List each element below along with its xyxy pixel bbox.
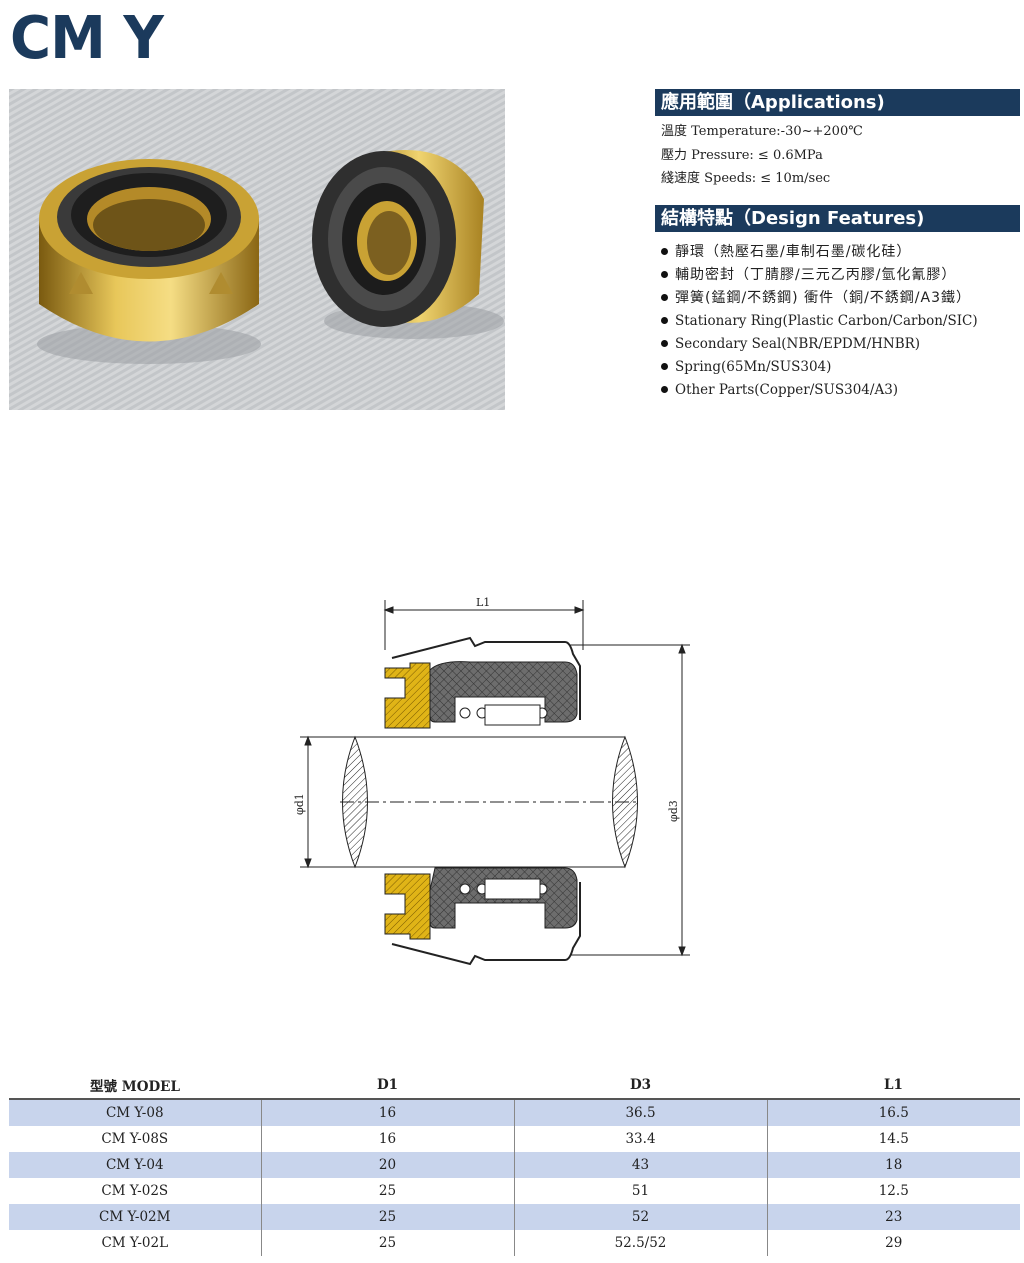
feature-item: 彈簧(錳鋼/不銹鋼) 衝件（銅/不銹鋼/A3鐵） [661, 287, 978, 310]
l1-cell: 18 [766, 1152, 1020, 1178]
applications-list: 溫度 Temperature:-30~+200℃ 壓力 Pressure: ≤ … [661, 120, 863, 191]
column-header-d3: D3 [629, 1077, 652, 1093]
design-features-header: 結構特點（Design Features) [655, 205, 1020, 232]
bullet-icon [661, 247, 668, 255]
product-photo [9, 89, 505, 410]
d3-cell: 33.4 [513, 1126, 767, 1152]
model-cell: CM Y-02L [101, 1235, 169, 1251]
d1-cell: 20 [260, 1152, 514, 1178]
l1-cell: 12.5 [766, 1178, 1020, 1204]
technical-drawing: L1 φd1 φd3 [270, 590, 710, 974]
l1-cell: 14.5 [766, 1126, 1020, 1152]
d3-cell: 51 [513, 1178, 767, 1204]
applications-header: 應用範圍（Applications) [655, 89, 1020, 116]
d3-cell: 36.5 [513, 1099, 767, 1126]
page-title: CM Y [10, 4, 164, 73]
application-item: 溫度 Temperature:-30~+200℃ [661, 124, 863, 139]
table-row: CM Y-08S 16 33.4 14.5 [9, 1126, 1020, 1152]
bullet-icon [661, 293, 668, 301]
d1-cell: 25 [260, 1204, 514, 1230]
d3-cell: 43 [513, 1152, 767, 1178]
d1-label: φd1 [293, 793, 306, 815]
l1-label: L1 [476, 596, 490, 609]
bullet-icon [661, 340, 668, 347]
d3-cell: 52 [513, 1204, 767, 1230]
model-cell: CM Y-04 [9, 1152, 261, 1178]
feature-item: Other Parts(Copper/SUS304/A3) [661, 379, 978, 402]
table-row: CM Y-02L 25 52.5/52 29 [9, 1230, 1020, 1256]
spec-table: 型號 MODEL D1 D3 L1 CM Y-08 16 36.5 16.5 C… [9, 1072, 1020, 1256]
table-header-row: 型號 MODEL D1 D3 L1 [9, 1072, 1020, 1099]
d3-cell: 52.5/52 [513, 1230, 767, 1256]
feature-item: Spring(65Mn/SUS304) [661, 356, 978, 379]
model-cell: CM Y-02M [9, 1204, 261, 1230]
feature-item: 輔助密封（丁腈膠/三元乙丙膠/氫化氰膠） [661, 264, 978, 287]
bullet-icon [661, 317, 668, 324]
application-item: 壓力 Pressure: ≤ 0.6MPa [661, 147, 823, 163]
feature-item: 靜環（熱壓石墨/車制石墨/碳化硅） [661, 241, 978, 264]
table-row: CM Y-02S 25 51 12.5 [9, 1178, 1020, 1204]
model-cell: CM Y-08 [9, 1099, 261, 1126]
table-row: CM Y-02M 25 52 23 [9, 1204, 1020, 1230]
feature-item: Secondary Seal(NBR/EPDM/HNBR) [661, 333, 978, 356]
l1-cell: 23 [766, 1204, 1020, 1230]
l1-cell: 29 [766, 1230, 1020, 1256]
d1-cell: 16 [260, 1099, 514, 1126]
column-header-model: 型號 MODEL [90, 1079, 180, 1095]
d1-cell: 25 [260, 1178, 514, 1204]
d1-cell: 25 [260, 1230, 514, 1256]
bullet-icon [661, 270, 668, 278]
model-cell: CM Y-08S [101, 1131, 169, 1147]
bullet-icon [661, 386, 668, 393]
d1-cell: 16 [260, 1126, 514, 1152]
model-cell: CM Y-02S [101, 1183, 169, 1199]
column-header-l1: L1 [884, 1077, 903, 1093]
d3-label: φd3 [667, 800, 680, 822]
application-item: 綫速度 Speeds: ≤ 10m/sec [661, 171, 831, 186]
table-row: CM Y-08 16 36.5 16.5 [9, 1099, 1020, 1126]
design-features-list: 靜環（熱壓石墨/車制石墨/碳化硅） 輔助密封（丁腈膠/三元乙丙膠/氫化氰膠） 彈… [661, 241, 978, 402]
feature-item: Stationary Ring(Plastic Carbon/Carbon/SI… [661, 310, 978, 333]
table-row: CM Y-04 20 43 18 [9, 1152, 1020, 1178]
l1-cell: 16.5 [766, 1099, 1020, 1126]
bullet-icon [661, 363, 668, 370]
column-header-d1: D1 [376, 1077, 399, 1093]
